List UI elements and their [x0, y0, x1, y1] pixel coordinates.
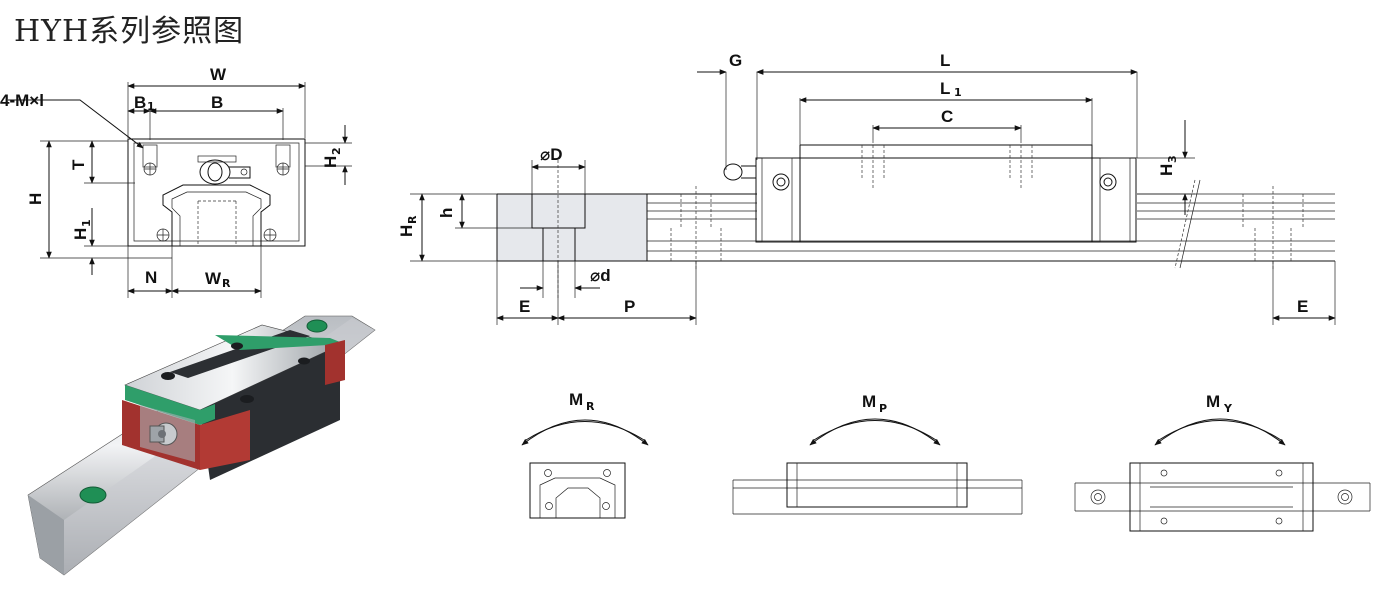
- dim-B1-sub: 1: [147, 100, 155, 113]
- dim-H2: H: [321, 156, 340, 168]
- front-view: 4-M×l W B 1 B H T H 1 H 2 N W R: [0, 65, 352, 298]
- dim-H3-sub: 3: [1166, 155, 1179, 163]
- dim-H2-sub: 2: [330, 147, 343, 155]
- product-illustration: [27, 315, 376, 576]
- bolt-spec-label: 4-M×l: [0, 91, 44, 110]
- moment-MR-sub: R: [586, 400, 595, 413]
- moment-MY: M Y: [1074, 392, 1371, 532]
- dim-HR: H: [397, 225, 416, 237]
- dim-W: W: [210, 65, 227, 84]
- dim-h: h: [437, 208, 456, 218]
- dim-D: ⌀D: [540, 145, 563, 164]
- dim-WR: W: [205, 269, 222, 288]
- moment-MR-label: M: [569, 390, 583, 409]
- dim-L: L: [940, 51, 950, 70]
- side-view: G L L 1 C ⌀D ⌀d E P E H R h H 3: [397, 51, 1336, 325]
- dim-N: N: [145, 268, 157, 287]
- dim-E-left: E: [519, 297, 530, 316]
- moment-MP-sub: P: [879, 402, 887, 415]
- dim-C: C: [941, 107, 953, 126]
- dim-B1: B: [134, 93, 146, 112]
- moment-MP-label: M: [862, 392, 876, 411]
- moment-MY-sub: Y: [1223, 402, 1233, 415]
- moment-MR: M R: [521, 390, 649, 519]
- dim-T: T: [69, 159, 88, 170]
- dim-H: H: [26, 193, 45, 205]
- dim-B: B: [211, 93, 223, 112]
- moment-MP: M P: [732, 392, 1023, 515]
- dim-L1-sub: 1: [954, 86, 962, 99]
- dim-d: ⌀d: [590, 266, 611, 285]
- dim-L1: L: [940, 79, 950, 98]
- dim-H3: H: [1157, 164, 1176, 176]
- dim-HR-sub: R: [406, 215, 419, 224]
- dim-WR-sub: R: [222, 277, 231, 290]
- dim-P: P: [624, 297, 635, 316]
- dim-H1-sub: 1: [80, 219, 93, 227]
- dim-E-right: E: [1297, 297, 1308, 316]
- dim-H1: H: [71, 228, 90, 240]
- moment-MY-label: M: [1206, 392, 1220, 411]
- dim-G: G: [729, 51, 742, 70]
- page-title: HYH系列参照图: [14, 14, 245, 49]
